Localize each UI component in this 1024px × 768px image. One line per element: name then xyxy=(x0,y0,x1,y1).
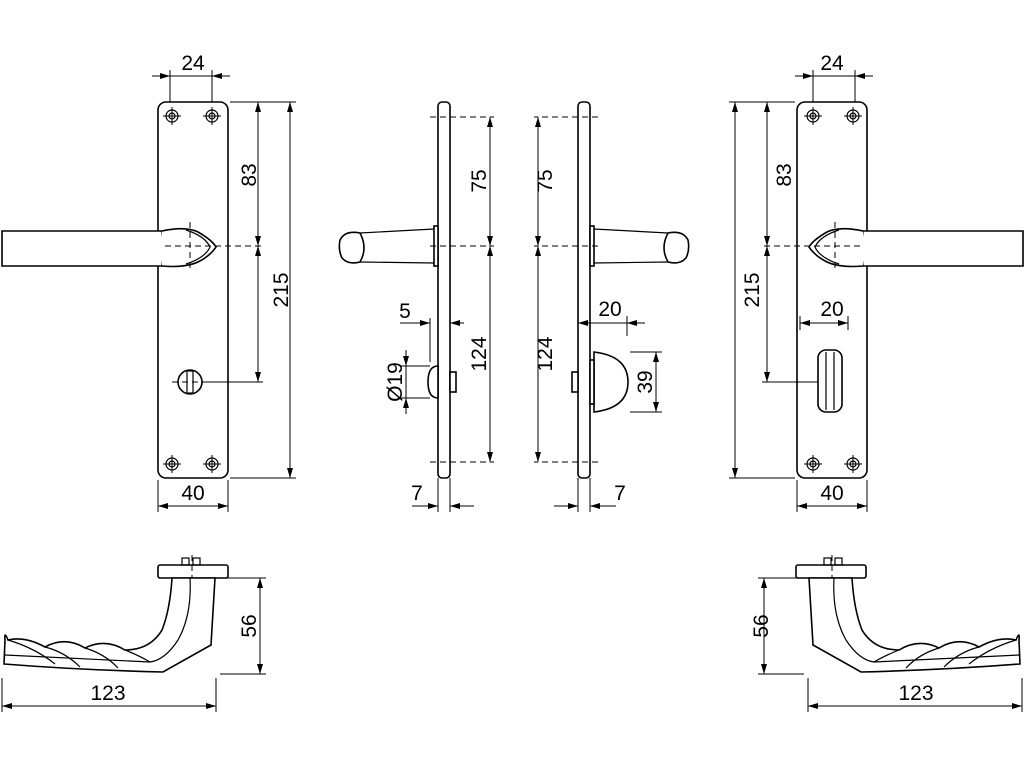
dim-length: 123 xyxy=(898,682,933,705)
dim-thickness: 7 xyxy=(411,482,423,505)
dim-top-spacing: 24 xyxy=(181,52,205,75)
front-view-left: 24 83 215 40 xyxy=(2,52,296,512)
turn-back xyxy=(571,371,579,393)
emergency-release-indicator xyxy=(172,369,208,395)
front-view-right: 24 83 215 20 40 xyxy=(729,52,1023,512)
dim-upper: 75 xyxy=(468,169,491,192)
dim-upper-height: 83 xyxy=(238,163,261,186)
dim-turn-offset: 20 xyxy=(598,298,621,321)
dim-thickness: 7 xyxy=(614,482,626,505)
side-plate-left xyxy=(339,102,494,512)
dim-width: 40 xyxy=(181,482,204,505)
dim-total-height: 215 xyxy=(741,272,764,307)
lever-top-view-right xyxy=(758,555,1022,712)
dim-turn-height: 39 xyxy=(634,370,657,393)
plate-with-lever-right xyxy=(729,70,1023,512)
half-round-turn xyxy=(593,351,629,413)
dim-width: 40 xyxy=(820,482,843,505)
indicator-back xyxy=(449,371,457,393)
dim-lower: 124 xyxy=(468,336,491,371)
indicator-knob xyxy=(427,365,439,399)
plate-with-lever-left xyxy=(2,70,296,512)
dim-upper-height: 83 xyxy=(773,163,796,186)
dim-height: 56 xyxy=(238,614,261,637)
dim-length: 123 xyxy=(90,682,125,705)
bottom-view-left: 56 123 xyxy=(2,555,266,712)
side-view-left: 75 124 5 Ø19 7 xyxy=(339,102,494,512)
thumb-turn xyxy=(799,316,849,413)
side-view-right: 75 124 20 39 7 xyxy=(534,102,689,512)
lever-top-view-left xyxy=(2,555,266,712)
bottom-view-right: 56 123 xyxy=(750,555,1022,712)
dim-upper: 75 xyxy=(534,169,557,192)
dim-lower: 124 xyxy=(534,336,557,371)
dim-turn-offset: 20 xyxy=(820,298,843,321)
dim-top-spacing: 24 xyxy=(820,52,844,75)
dim-height: 56 xyxy=(750,614,773,637)
dim-indicator-offset: 5 xyxy=(399,300,411,323)
dim-total-height: 215 xyxy=(270,272,293,307)
dim-indicator-diameter: Ø19 xyxy=(384,362,407,402)
